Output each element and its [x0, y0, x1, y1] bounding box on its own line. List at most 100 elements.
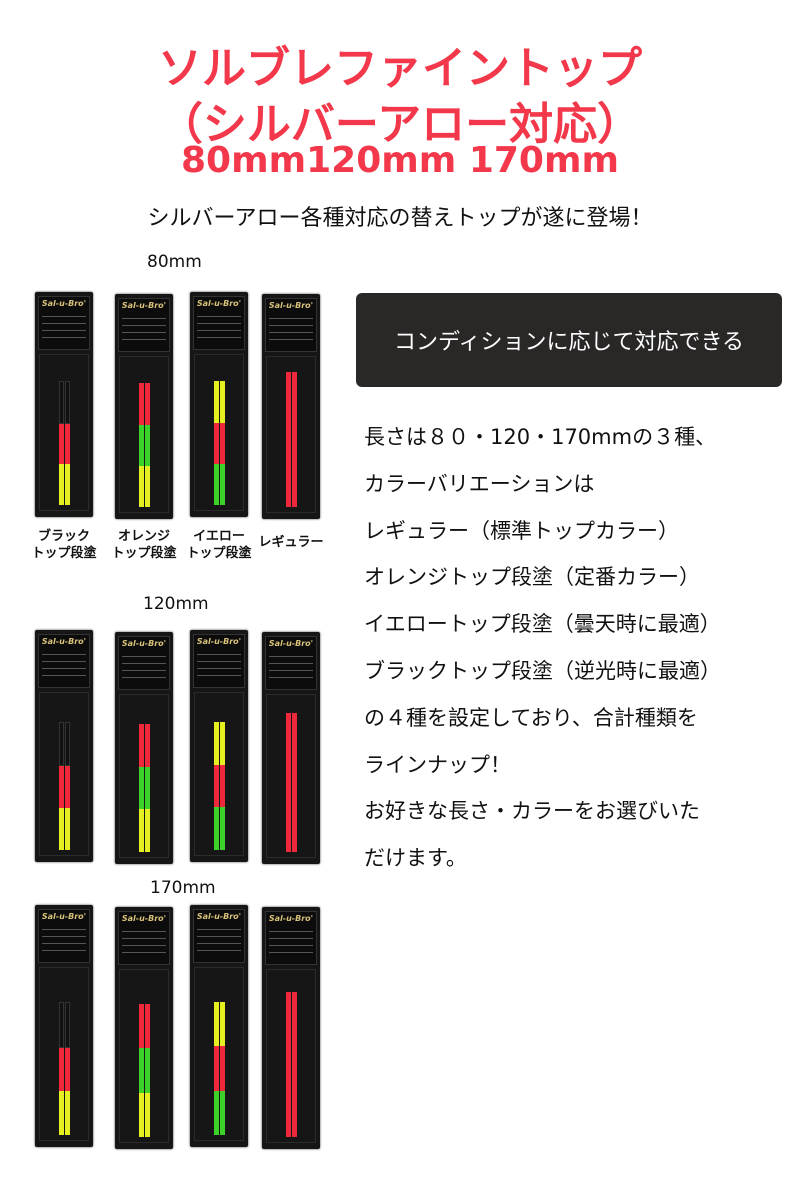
fine-top-stick	[139, 383, 144, 507]
brand-logo: Sal-u-Bro'	[121, 639, 167, 648]
fine-top-stick	[145, 724, 150, 852]
package-caption: オレンジ トップ段塗	[111, 529, 177, 561]
package-window	[39, 967, 89, 1141]
fine-top-stick	[145, 1003, 150, 1137]
product-package: Sal-u-Bro'	[190, 905, 248, 1147]
package-caption: ブラック トップ段塗	[31, 529, 97, 561]
fine-top-stick	[214, 1001, 219, 1135]
product-package: Sal-u-Bro'	[115, 294, 173, 519]
fine-top-stick	[65, 1001, 70, 1135]
brand-logo: Sal-u-Bro'	[268, 301, 314, 310]
package-header: Sal-u-Bro'	[38, 634, 90, 688]
package-spec-lines	[197, 313, 241, 343]
package-header: Sal-u-Bro'	[265, 911, 317, 965]
product-package: Sal-u-Bro'	[35, 292, 93, 517]
fine-top-stick	[220, 722, 225, 850]
package-spec-lines	[42, 651, 86, 681]
product-sizes: 80mm120mm 170mm	[181, 140, 619, 181]
fine-top-stick	[139, 1003, 144, 1137]
brand-logo: Sal-u-Bro'	[121, 914, 167, 923]
package-header: Sal-u-Bro'	[193, 634, 245, 688]
fine-top-stick	[214, 722, 219, 850]
package-spec-lines	[122, 653, 166, 683]
fine-top-stick	[292, 372, 297, 507]
package-spec-lines	[42, 926, 86, 956]
package-window	[119, 969, 169, 1143]
fine-top-stick	[59, 381, 64, 505]
product-title: ソルブレファイントップ	[158, 43, 642, 94]
description-line: だけます。	[364, 846, 467, 871]
description-line: ラインナップ！	[364, 752, 511, 777]
package-spec-lines	[269, 653, 313, 683]
fine-top-stick	[59, 1001, 64, 1135]
brand-logo: Sal-u-Bro'	[41, 637, 87, 646]
package-spec-lines	[42, 313, 86, 343]
fine-top-stick	[65, 381, 70, 505]
package-header: Sal-u-Bro'	[193, 909, 245, 963]
package-window	[266, 969, 316, 1143]
package-window	[39, 354, 89, 511]
size-group-label: 170mm	[150, 878, 216, 898]
size-group-label: 80mm	[147, 252, 202, 272]
description-line: の４種を設定しており、合計種類を	[364, 705, 698, 730]
fine-top-stick	[145, 383, 150, 507]
package-caption: レギュラー	[258, 535, 324, 550]
brand-logo: Sal-u-Bro'	[196, 912, 242, 921]
package-spec-lines	[269, 315, 313, 345]
description-line: お好きな長さ・カラーをお選びいた	[364, 799, 700, 824]
fine-top-stick	[286, 712, 291, 852]
fine-top-stick	[220, 381, 225, 505]
fine-top-stick	[220, 1001, 225, 1135]
package-header: Sal-u-Bro'	[193, 296, 245, 350]
description-line: ブラックトップ段塗（逆光時に最適）	[364, 658, 721, 683]
product-package: Sal-u-Bro'	[262, 907, 320, 1149]
description-line: レギュラー（標準トップカラー）	[364, 518, 679, 543]
package-header: Sal-u-Bro'	[38, 909, 90, 963]
package-window	[266, 356, 316, 513]
product-package: Sal-u-Bro'	[190, 292, 248, 517]
brand-logo: Sal-u-Bro'	[41, 912, 87, 921]
package-window	[266, 694, 316, 858]
description-line: カラーバリエーションは	[364, 471, 595, 496]
product-package: Sal-u-Bro'	[262, 294, 320, 519]
package-header: Sal-u-Bro'	[265, 298, 317, 352]
brand-logo: Sal-u-Bro'	[121, 301, 167, 310]
product-package: Sal-u-Bro'	[262, 632, 320, 864]
fine-top-stick	[59, 722, 64, 850]
fine-top-stick	[214, 381, 219, 505]
product-subtitle: （シルバーアロー対応）	[158, 99, 642, 150]
fine-top-stick	[65, 722, 70, 850]
product-package: Sal-u-Bro'	[35, 630, 93, 862]
package-caption: イエロー トップ段塗	[186, 529, 252, 561]
product-package: Sal-u-Bro'	[115, 907, 173, 1149]
fine-top-stick	[286, 991, 291, 1137]
fine-top-stick	[286, 372, 291, 507]
package-header: Sal-u-Bro'	[118, 636, 170, 690]
package-spec-lines	[122, 928, 166, 958]
package-header: Sal-u-Bro'	[118, 298, 170, 352]
description-line: イエロートップ段塗（曇天時に最適）	[364, 612, 721, 637]
package-header: Sal-u-Bro'	[38, 296, 90, 350]
description-line: 長さは８０・120・170mmの３種、	[364, 425, 717, 449]
package-window	[194, 692, 244, 856]
package-header: Sal-u-Bro'	[118, 911, 170, 965]
brand-logo: Sal-u-Bro'	[268, 639, 314, 648]
description: 長さは８０・120・170mmの３種、カラーバリエーションはレギュラー（標準トッ…	[364, 414, 784, 882]
package-window	[194, 967, 244, 1141]
package-header: Sal-u-Bro'	[265, 636, 317, 690]
package-spec-lines	[122, 315, 166, 345]
brand-logo: Sal-u-Bro'	[196, 637, 242, 646]
package-spec-lines	[197, 926, 241, 956]
package-spec-lines	[197, 651, 241, 681]
brand-logo: Sal-u-Bro'	[268, 914, 314, 923]
fine-top-stick	[139, 724, 144, 852]
product-package: Sal-u-Bro'	[190, 630, 248, 862]
package-window	[119, 694, 169, 858]
brand-logo: Sal-u-Bro'	[196, 299, 242, 308]
package-window	[39, 692, 89, 856]
package-window	[119, 356, 169, 513]
product-package: Sal-u-Bro'	[115, 632, 173, 864]
package-window	[194, 354, 244, 511]
description-line: オレンジトップ段塗（定番カラー）	[364, 565, 700, 590]
package-spec-lines	[269, 928, 313, 958]
